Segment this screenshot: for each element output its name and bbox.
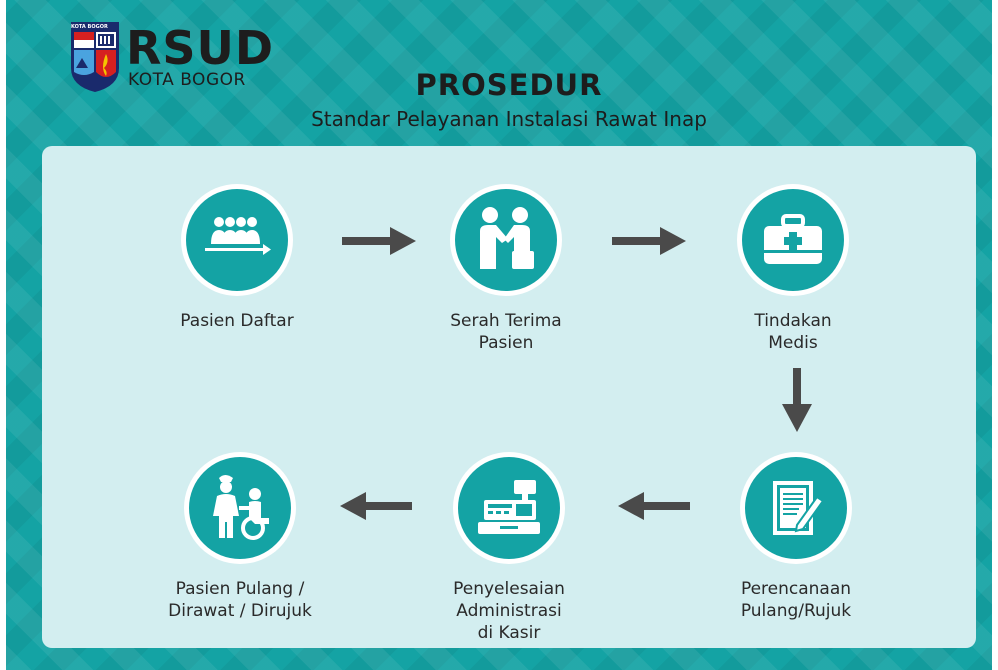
group-of-people-icon bbox=[205, 217, 271, 255]
arrow-left-icon bbox=[618, 492, 690, 520]
step-label: Pasien Pulang / Dirawat / Dirujuk bbox=[168, 579, 312, 621]
kota-bogor-crest-icon bbox=[71, 22, 119, 92]
handshake-icon bbox=[480, 207, 534, 269]
step-label: Serah Terima Pasien bbox=[450, 311, 562, 353]
arrow-left-icon bbox=[340, 492, 412, 520]
step-label: Tindakan Medis bbox=[754, 311, 832, 353]
step-serah-terima-pasien: Serah Terima Pasien bbox=[396, 184, 616, 354]
arrow-down-icon bbox=[782, 368, 812, 432]
crest-label: KOTA BOGOR bbox=[71, 24, 108, 30]
step-circle bbox=[740, 452, 852, 564]
step-label: Perencanaan Pulang/Rujuk bbox=[740, 579, 852, 621]
step-pasien-daftar: Pasien Daftar bbox=[127, 184, 347, 332]
step-label: Pasien Daftar bbox=[180, 311, 294, 331]
page-subtitle: Standar Pelayanan Instalasi Rawat Inap bbox=[311, 107, 707, 131]
rsud-logo: KOTA BOGOR RSUD KOTA BOGOR bbox=[68, 22, 273, 98]
arrow-right-icon bbox=[612, 227, 686, 255]
step-label: Penyelesaian Administrasi di Kasir bbox=[453, 579, 565, 643]
clipboard-pen-icon bbox=[773, 481, 825, 535]
step-penyelesaian-administrasi: Penyelesaian Administrasi di Kasir bbox=[399, 452, 619, 644]
medical-kit-icon bbox=[764, 214, 822, 264]
logo-title: RSUD bbox=[126, 21, 275, 75]
step-tindakan-medis: Tindakan Medis bbox=[683, 184, 903, 354]
logo-subtitle: KOTA BOGOR bbox=[128, 70, 246, 90]
arrow-right-icon bbox=[342, 227, 416, 255]
step-circle bbox=[453, 452, 565, 564]
step-circle bbox=[737, 184, 849, 296]
page-title: PROSEDUR bbox=[415, 68, 603, 102]
step-perencanaan-pulang-rujuk: Perencanaan Pulang/Rujuk bbox=[686, 452, 906, 622]
cash-register-icon bbox=[478, 480, 540, 534]
nurse-wheelchair-icon bbox=[213, 475, 269, 540]
step-circle bbox=[450, 184, 562, 296]
step-circle bbox=[181, 184, 293, 296]
step-circle bbox=[184, 452, 296, 564]
step-pasien-pulang: Pasien Pulang / Dirawat / Dirujuk bbox=[130, 452, 350, 622]
